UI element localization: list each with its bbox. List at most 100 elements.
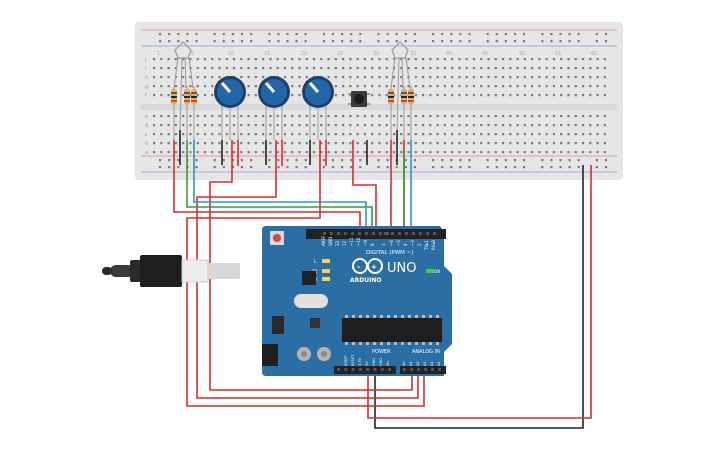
hole <box>560 58 563 61</box>
column-number: 60 <box>591 51 597 57</box>
hole <box>394 342 397 345</box>
hole <box>414 76 417 79</box>
hole <box>392 85 396 88</box>
hole <box>189 133 192 136</box>
resistor-left-3[interactable] <box>191 86 197 140</box>
wires-blue[interactable] <box>193 140 412 233</box>
hole <box>509 115 512 118</box>
hole <box>574 67 577 70</box>
wires-red[interactable] <box>173 140 592 419</box>
hole <box>487 58 490 61</box>
hole <box>581 67 585 70</box>
rgb-led-right[interactable] <box>390 41 411 131</box>
hole <box>501 67 505 70</box>
hole <box>365 232 368 235</box>
hole <box>182 76 185 79</box>
hole <box>424 368 427 371</box>
hole <box>523 76 526 79</box>
potentiometer-3[interactable] <box>302 76 334 140</box>
hole <box>330 232 333 235</box>
hole <box>436 58 439 61</box>
hole <box>186 40 189 43</box>
hole <box>538 124 541 127</box>
wires-black[interactable] <box>179 130 584 429</box>
hole <box>472 151 476 154</box>
hole <box>392 94 396 97</box>
hole <box>371 151 374 154</box>
hole <box>372 232 375 235</box>
hole <box>276 58 279 61</box>
arduino-uno-board[interactable]: AREF GND 13 12 ~11 ~10 ~9 8 7 ~6 ~5 4 ~3… <box>254 226 452 376</box>
hole <box>486 159 489 162</box>
arduino-board-svg: AREF GND 13 12 ~11 ~10 ~9 8 7 ~6 ~5 4 ~3… <box>254 226 452 376</box>
hole <box>559 40 562 43</box>
hole <box>552 124 556 127</box>
hole <box>541 159 544 162</box>
hole <box>487 142 490 145</box>
usb-cable[interactable] <box>102 255 240 287</box>
hole <box>177 40 180 43</box>
resistor-left-1[interactable] <box>171 86 177 140</box>
power-header[interactable] <box>334 366 396 374</box>
hole <box>441 159 444 162</box>
hole <box>596 115 599 118</box>
hole <box>400 151 403 154</box>
column-number: 20 <box>301 51 307 57</box>
hole <box>407 124 410 127</box>
hole <box>567 76 570 79</box>
dc-power-jack[interactable] <box>254 344 278 366</box>
hole <box>349 67 352 70</box>
hole <box>450 159 453 162</box>
hole <box>443 58 446 61</box>
hole <box>486 40 489 43</box>
resistor-right-3[interactable] <box>408 86 414 140</box>
hole <box>373 315 376 318</box>
hole <box>407 58 410 61</box>
potentiometer-1[interactable] <box>214 76 246 140</box>
hole <box>203 142 207 145</box>
hole <box>604 159 608 162</box>
hole <box>334 76 337 79</box>
resistor-left-2[interactable] <box>184 86 190 140</box>
wires-green[interactable] <box>186 140 405 233</box>
hole <box>509 67 512 70</box>
hole <box>421 124 425 127</box>
rgb-led-left[interactable] <box>173 41 194 131</box>
hole <box>407 115 410 118</box>
crystal-oscillator <box>294 294 328 308</box>
reset-button-cap[interactable] <box>273 234 281 242</box>
hole <box>487 67 490 70</box>
hole <box>560 124 563 127</box>
hole <box>225 115 228 118</box>
hole <box>363 115 367 118</box>
hole <box>334 115 337 118</box>
digital-header[interactable] <box>306 229 446 239</box>
hole <box>262 151 265 154</box>
column-number: 30 <box>373 51 379 57</box>
pin-label: TX▸1 <box>424 240 429 251</box>
resistor-right-2[interactable] <box>401 86 407 140</box>
analog-header[interactable] <box>400 366 446 374</box>
hole <box>334 67 337 70</box>
breadboard[interactable]: j i h g f e d c b a 1 5 10 15 20 25 30 <box>135 22 623 180</box>
hole <box>276 115 279 118</box>
potentiometer-2[interactable] <box>258 76 290 140</box>
hole <box>414 133 417 136</box>
hole <box>567 85 570 88</box>
hole <box>276 67 279 70</box>
hole <box>531 124 534 127</box>
hole <box>421 85 425 88</box>
hole <box>291 76 294 79</box>
hole <box>327 124 330 127</box>
pin-label: A1 <box>409 361 413 366</box>
resistor-right-1[interactable] <box>388 86 394 140</box>
hole <box>342 151 345 154</box>
push-button[interactable] <box>348 91 370 107</box>
hole <box>167 115 170 118</box>
hole <box>494 151 497 154</box>
hole <box>560 151 563 154</box>
hole <box>395 166 398 169</box>
hole <box>341 166 344 169</box>
hole <box>552 76 556 79</box>
hole <box>298 67 301 70</box>
